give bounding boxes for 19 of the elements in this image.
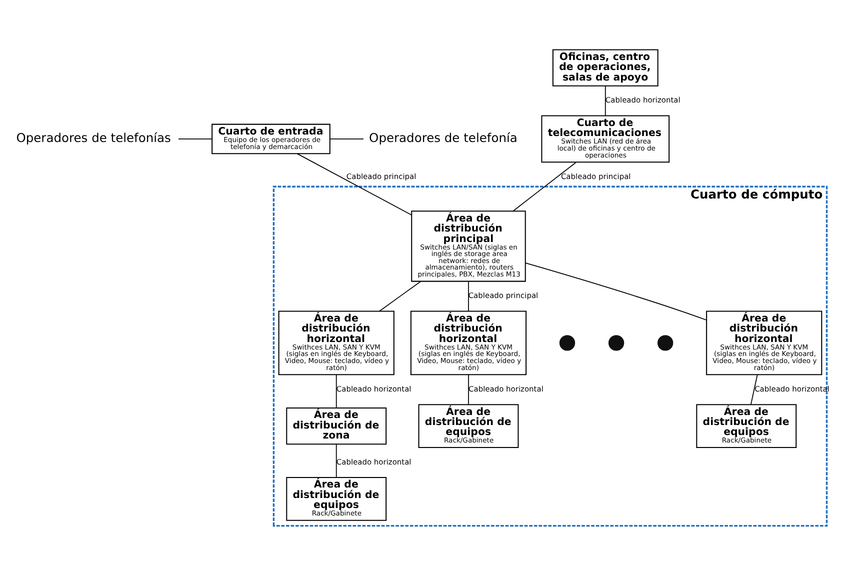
connector bbox=[296, 152, 412, 215]
connector bbox=[468, 280, 469, 311]
connector bbox=[750, 374, 758, 404]
connector bbox=[336, 374, 337, 408]
connector bbox=[330, 138, 364, 139]
node-box: Oficinas, centro de operaciones, salas de apoyo bbox=[552, 48, 658, 86]
node-circle bbox=[608, 334, 624, 350]
connector bbox=[336, 443, 337, 478]
node-text: Operadores de telefonía bbox=[369, 130, 518, 144]
connector bbox=[604, 84, 606, 116]
node-text: Operadores de telefonías bbox=[16, 130, 171, 144]
connector bbox=[512, 161, 576, 211]
connector bbox=[468, 374, 469, 404]
connector bbox=[378, 280, 422, 312]
node-circle bbox=[559, 334, 576, 350]
connector bbox=[178, 138, 212, 139]
node-circle bbox=[658, 334, 674, 350]
node-box: Área de distribución de zona bbox=[286, 406, 387, 444]
connector bbox=[524, 262, 707, 320]
